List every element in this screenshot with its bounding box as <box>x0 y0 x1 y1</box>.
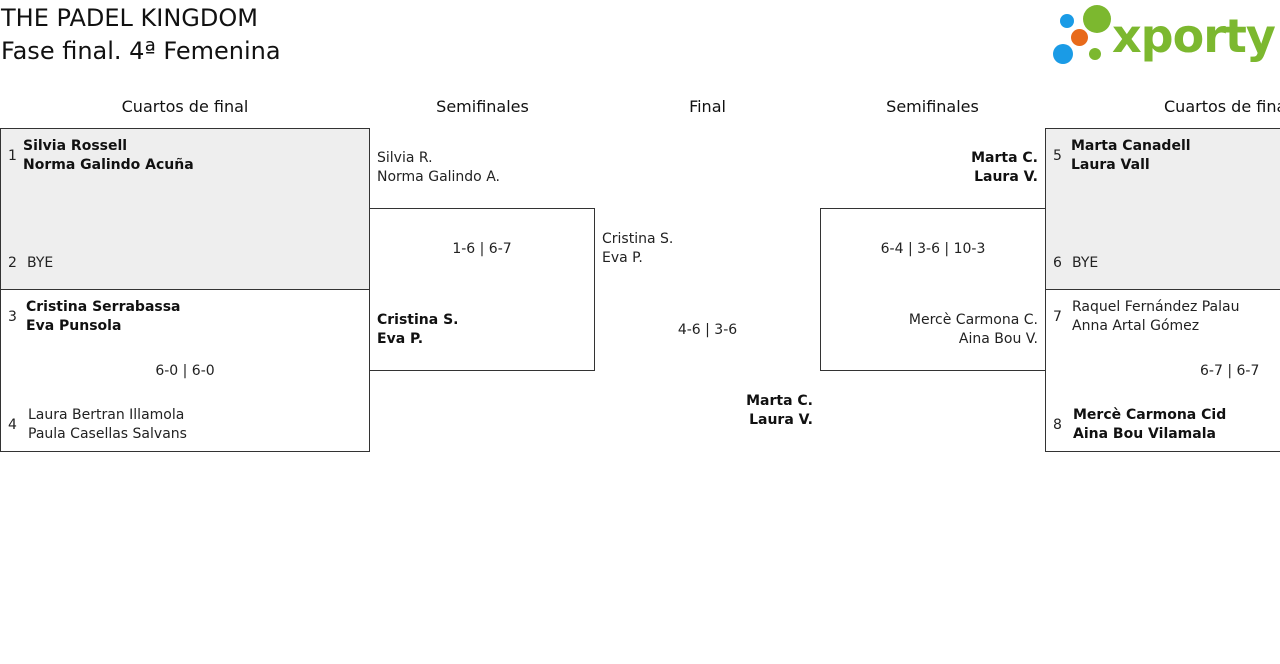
player-name: Marta Canadell <box>1071 138 1191 154</box>
player-name: Aina Bou Vilamala <box>1073 426 1216 442</box>
player-name: Norma Galindo A. <box>377 169 500 185</box>
match-score: 4-6 | 3-6 <box>677 322 738 338</box>
left-qf-match-2[interactable]: 3 Cristina Serrabassa Eva Punsola 6-0 | … <box>0 289 370 452</box>
player-name: Laura Bertran Illamola <box>28 407 185 423</box>
player-name: Cristina S. <box>602 231 674 247</box>
seed-number: 4 <box>8 417 17 433</box>
player-name: Mercè Carmona C. <box>908 312 1038 328</box>
round-header-right-sf: Semifinales <box>886 97 979 116</box>
player-name: Aina Bou V. <box>958 331 1038 347</box>
match-score: 6-0 | 6-0 <box>155 363 215 379</box>
player-name: Silvia Rossell <box>23 138 128 154</box>
right-sf-match[interactable]: 6-4 | 3-6 | 10-3 Mercè Carmona C. Aina B… <box>820 208 1046 371</box>
player-name: Marta C. <box>746 393 813 409</box>
seed-number: 6 <box>1053 255 1062 271</box>
logo-dot-green-icon <box>1083 5 1111 33</box>
bye-label: BYE <box>27 255 54 271</box>
round-header-final: Final <box>689 97 726 116</box>
seed-number: 7 <box>1053 309 1062 325</box>
seed-number: 1 <box>8 148 17 164</box>
player-name: Cristina Serrabassa <box>26 299 181 315</box>
match-score: 6-7 | 6-7 <box>1200 363 1260 379</box>
player-name: Laura Vall <box>1071 157 1150 173</box>
left-qf-match-1[interactable]: 1 Silvia Rossell Norma Galindo Acuña 2 B… <box>0 128 370 290</box>
player-name: Raquel Fernández Palau <box>1072 299 1240 315</box>
player-name: Mercè Carmona Cid <box>1073 407 1227 423</box>
logo-dot-orange-icon <box>1071 29 1088 46</box>
player-name: Cristina S. <box>377 312 459 328</box>
logo-text: xporty <box>1112 9 1276 63</box>
round-header-left-sf: Semifinales <box>436 97 529 116</box>
match-score: 1-6 | 6-7 <box>452 241 512 257</box>
round-header-left-qf: Cuartos de final <box>121 97 249 116</box>
logo-dot-green-small-icon <box>1089 48 1101 60</box>
right-qf-match-2[interactable]: 7 Raquel Fernández Palau Anna Artal Góme… <box>1045 289 1280 452</box>
player-name: Anna Artal Gómez <box>1072 318 1200 334</box>
left-sf-match[interactable]: 1-6 | 6-7 Cristina S. Eva P. <box>369 208 595 371</box>
seed-number: 3 <box>8 309 17 325</box>
seed-number: 8 <box>1053 417 1062 433</box>
player-name: Norma Galindo Acuña <box>23 157 194 173</box>
player-name: Eva P. <box>602 250 643 266</box>
page-subtitle: Fase final. 4ª Femenina <box>1 37 281 65</box>
player-name: Eva Punsola <box>26 318 122 334</box>
logo-dot-blue-icon <box>1060 14 1074 28</box>
seed-number: 2 <box>8 255 17 271</box>
player-name: Laura V. <box>974 169 1038 185</box>
right-qf-match-1[interactable]: 5 Marta Canadell Laura Vall 6 BYE <box>1045 128 1280 290</box>
final-match[interactable]: Cristina S. Eva P. 4-6 | 3-6 Marta C. La… <box>595 228 820 438</box>
player-name: Laura V. <box>749 412 813 428</box>
player-name: Eva P. <box>377 331 424 347</box>
bye-label: BYE <box>1072 255 1099 271</box>
page-title: THE PADEL KINGDOM <box>1 4 258 32</box>
round-header-right-qf: Cuartos de final <box>1164 97 1280 116</box>
player-name: Paula Casellas Salvans <box>28 426 187 442</box>
xporty-logo[interactable]: xporty <box>1050 4 1280 68</box>
seed-number: 5 <box>1053 148 1062 164</box>
player-name: Silvia R. <box>377 150 433 166</box>
logo-dot-blue-large-icon <box>1053 44 1073 64</box>
player-name: Marta C. <box>971 150 1038 166</box>
match-score: 6-4 | 3-6 | 10-3 <box>880 241 986 257</box>
